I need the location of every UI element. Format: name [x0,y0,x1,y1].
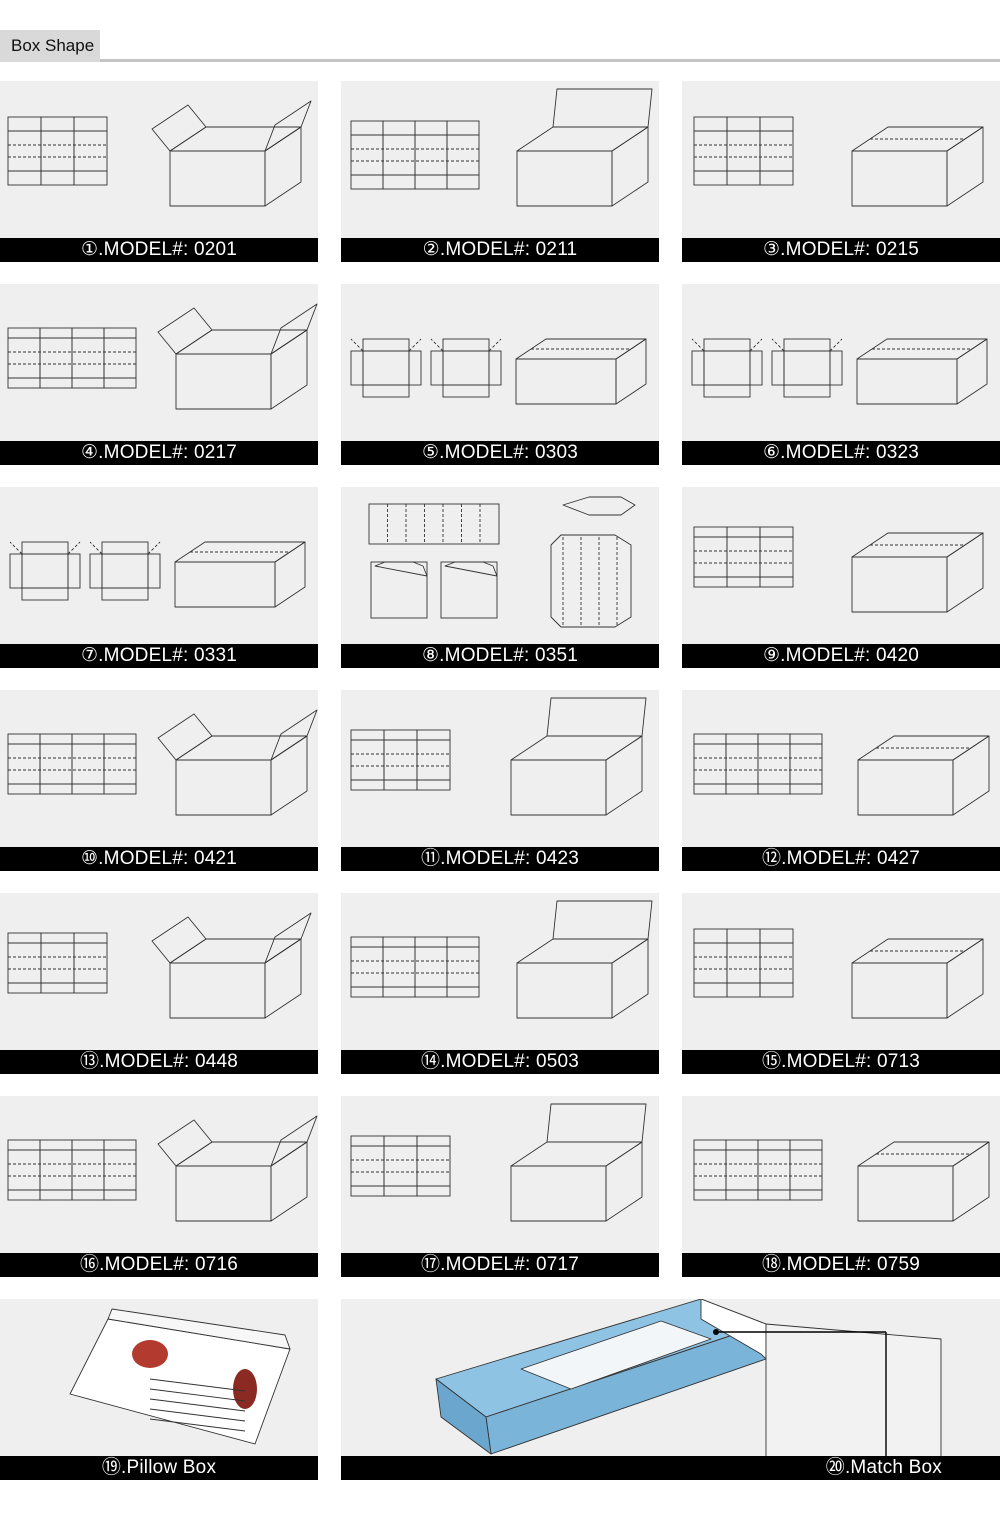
model-caption-text: ⑧.MODEL#: 0351 [421,645,579,666]
box-shape-item: ⑧.MODEL#: 0351 [341,487,659,668]
model-caption-text: ⑪.MODEL#: 0423 [420,848,580,869]
box-dieline-diagram [368,496,636,628]
model-caption: ⑲.Pillow Box [0,1456,318,1480]
model-caption-text: ⑫.MODEL#: 0427 [761,848,921,869]
box-shape-item: ⑩.MODEL#: 0421 [0,690,318,871]
header-divider [100,59,1000,62]
box-dieline-diagram [350,88,653,207]
model-caption-text: ⑯.MODEL#: 0716 [79,1254,239,1275]
box-shape-item: ⑭.MODEL#: 0503 [341,893,659,1074]
model-caption-text: ②.MODEL#: 0211 [422,239,578,260]
box-dieline-diagram [9,541,306,608]
model-caption-text: ⑭.MODEL#: 0503 [420,1051,580,1072]
model-caption: ⑤.MODEL#: 0303 [341,441,659,465]
box-shape-item: ⑬.MODEL#: 0448 [0,893,318,1074]
model-caption: ②.MODEL#: 0211 [341,238,659,262]
model-caption-text: ⑱.MODEL#: 0759 [761,1254,921,1275]
model-caption: ⑬.MODEL#: 0448 [0,1050,318,1074]
model-caption: ⑦.MODEL#: 0331 [0,644,318,668]
box-shape-item: ⑮.MODEL#: 0713 [682,893,1000,1074]
box-dieline-diagram [7,912,312,1019]
model-caption-text: ⑤.MODEL#: 0303 [421,442,579,463]
box-dieline-diagram [7,1115,318,1222]
model-caption: ⑩.MODEL#: 0421 [0,847,318,871]
model-caption-text: ⑨.MODEL#: 0420 [762,645,920,666]
box-dieline-diagram [693,116,984,207]
model-caption-text: ⑳.Match Box [825,1457,942,1478]
box-dieline-diagram [693,928,984,1019]
model-caption: ⑯.MODEL#: 0716 [0,1253,318,1277]
model-caption: ⑳.Match Box [341,1456,1000,1480]
box-shape-item: ④.MODEL#: 0217 [0,284,318,465]
box-shape-item: ⑲.Pillow Box [0,1299,318,1480]
box-dieline-diagram [693,1139,990,1222]
model-caption: ⑥.MODEL#: 0323 [682,441,1000,465]
box-shape-item: ⑫.MODEL#: 0427 [682,690,1000,871]
box-dieline-diagram [693,733,990,816]
box-shape-item: ⑯.MODEL#: 0716 [0,1096,318,1277]
model-caption-text: ④.MODEL#: 0217 [80,442,238,463]
box-shape-item: ⑦.MODEL#: 0331 [0,487,318,668]
box-shape-item: ⑪.MODEL#: 0423 [341,690,659,871]
match-box-photo [435,1299,942,1456]
box-dieline-diagram [693,526,984,613]
pillow-box-photo [69,1308,291,1445]
model-caption: ⑮.MODEL#: 0713 [682,1050,1000,1074]
box-shape-item: ⑥.MODEL#: 0323 [682,284,1000,465]
box-dieline-diagram [7,100,312,207]
model-caption: ⑭.MODEL#: 0503 [341,1050,659,1074]
model-caption: ③.MODEL#: 0215 [682,238,1000,262]
box-dieline-diagram [7,709,318,816]
box-dieline-diagram [350,1103,647,1222]
box-dieline-diagram [350,338,647,405]
model-caption: ⑨.MODEL#: 0420 [682,644,1000,668]
model-caption-text: ⑰.MODEL#: 0717 [420,1254,580,1275]
model-caption-text: ①.MODEL#: 0201 [80,239,238,260]
model-caption-text: ⑬.MODEL#: 0448 [79,1051,239,1072]
model-caption-text: ⑥.MODEL#: 0323 [762,442,920,463]
box-shape-item: ⑳.Match Box [341,1299,1000,1480]
model-caption-text: ⑦.MODEL#: 0331 [80,645,238,666]
model-caption: ⑱.MODEL#: 0759 [682,1253,1000,1277]
model-caption: ⑫.MODEL#: 0427 [682,847,1000,871]
box-shape-item: ⑰.MODEL#: 0717 [341,1096,659,1277]
box-dieline-diagram [7,303,318,410]
box-shape-item: ⑤.MODEL#: 0303 [341,284,659,465]
model-caption: ⑧.MODEL#: 0351 [341,644,659,668]
section-header: Box Shape [0,0,1000,62]
model-caption: ④.MODEL#: 0217 [0,441,318,465]
model-caption-text: ⑩.MODEL#: 0421 [80,848,238,869]
section-title: Box Shape [0,30,100,62]
box-shape-item: ①.MODEL#: 0201 [0,81,318,262]
box-dieline-diagram [691,338,988,405]
model-caption-text: ⑲.Pillow Box [101,1457,217,1478]
box-shape-item: ⑱.MODEL#: 0759 [682,1096,1000,1277]
box-shape-item: ②.MODEL#: 0211 [341,81,659,262]
model-caption: ①.MODEL#: 0201 [0,238,318,262]
box-shape-item: ③.MODEL#: 0215 [682,81,1000,262]
box-dieline-diagram [350,697,647,816]
box-dieline-diagram [350,900,653,1019]
model-caption-text: ⑮.MODEL#: 0713 [761,1051,921,1072]
model-caption: ⑪.MODEL#: 0423 [341,847,659,871]
model-caption: ⑰.MODEL#: 0717 [341,1253,659,1277]
box-shape-item: ⑨.MODEL#: 0420 [682,487,1000,668]
model-caption-text: ③.MODEL#: 0215 [762,239,920,260]
